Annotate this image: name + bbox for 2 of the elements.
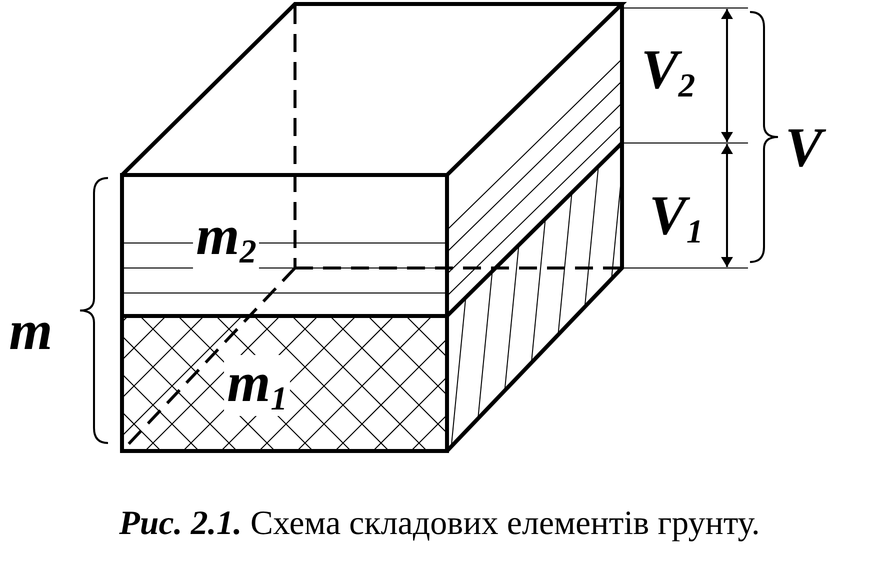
mass-label: m$_{1}$ xyxy=(224,355,290,416)
figure-caption: Рис. 2.1. Схема складових елементів грунту. xyxy=(119,505,760,543)
